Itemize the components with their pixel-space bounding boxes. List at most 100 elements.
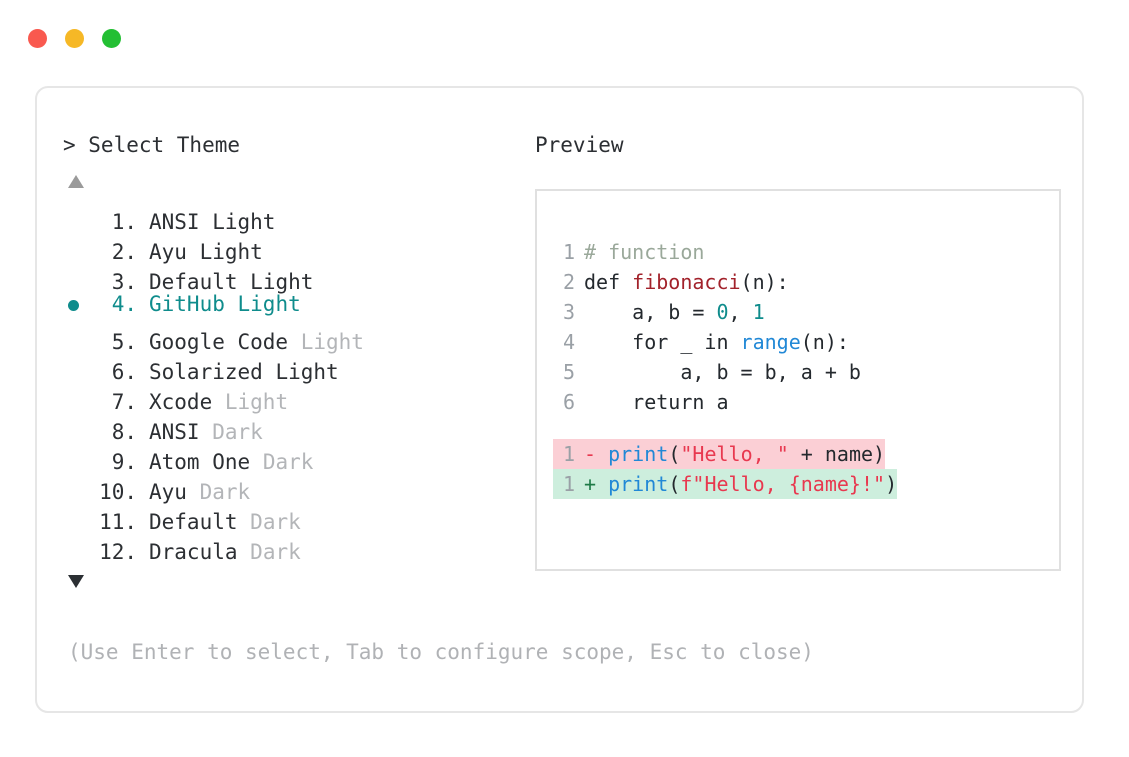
theme-list-item[interactable]: 3.Default Light [63, 259, 533, 294]
theme-name-spacer [187, 237, 200, 267]
line-number: 3 [562, 300, 575, 324]
theme-name-spacer [225, 289, 238, 319]
theme-list-item[interactable]: 11.Default Dark [63, 499, 533, 534]
theme-name-spacer [200, 417, 213, 447]
theme-index: 4. [111, 292, 137, 316]
close-window-button[interactable] [28, 29, 47, 48]
theme-name-spacer [238, 537, 251, 567]
theme-index: 8. [111, 420, 137, 444]
selection-bullet-cell [63, 291, 91, 321]
theme-name-spacer [238, 507, 251, 537]
code-token: a, b = b, a + b [584, 360, 861, 384]
selection-bullet-cell [63, 529, 91, 559]
line-number: 5 [562, 360, 575, 384]
theme-index: 2. [111, 240, 137, 264]
code-text: def fibonacci(n): [584, 267, 789, 297]
theme-name: ANSI [149, 210, 200, 234]
code-token: print [608, 442, 669, 466]
scroll-up-icon[interactable] [68, 175, 84, 188]
theme-variant: Dark [262, 450, 314, 474]
code-token: for _ in [584, 330, 741, 354]
code-text: return a [584, 387, 729, 417]
code-token: def [584, 270, 633, 294]
theme-variant: Light [237, 292, 301, 316]
line-number: 1 [562, 442, 575, 466]
selection-bullet-cell [63, 319, 91, 349]
theme-variant: Light [300, 330, 364, 354]
theme-variant: Light [250, 270, 314, 294]
theme-name: Default [149, 270, 238, 294]
theme-list-item[interactable]: 6.Solarized Light [63, 349, 533, 384]
theme-list-item[interactable]: 5.Google Code Light [63, 319, 533, 354]
code-line: 1 # function [553, 237, 704, 267]
code-token: f"Hello, {name}!" [680, 472, 886, 496]
theme-index: 5. [111, 330, 137, 354]
code-token: , [728, 300, 753, 324]
code-token: print [608, 472, 669, 496]
code-token: + name) [788, 442, 886, 466]
theme-name-spacer [263, 357, 276, 387]
theme-variant: Dark [250, 510, 301, 534]
line-number: 1 [562, 472, 575, 496]
line-number: 2 [562, 270, 575, 294]
line-number: 1 [562, 240, 575, 264]
theme-name: Solarized [149, 360, 263, 384]
code-token: ) [885, 472, 898, 496]
code-token: return a [584, 390, 729, 414]
theme-list-item[interactable]: 9.Atom One Dark [63, 439, 533, 474]
theme-name: GitHub [149, 292, 225, 316]
theme-name: Ayu [149, 480, 187, 504]
code-text: # function [584, 237, 704, 267]
theme-variant: Light [199, 240, 263, 264]
selection-bullet-cell [63, 409, 91, 439]
theme-index: 9. [111, 450, 137, 474]
code-text: print("Hello, " + name) [608, 439, 885, 469]
selection-bullet-cell [63, 379, 91, 409]
code-line: 6 return a [553, 387, 729, 417]
theme-index: 6. [111, 360, 137, 384]
code-text: a, b = b, a + b [584, 357, 861, 387]
code-text: a, b = 0, 1 [584, 297, 764, 327]
theme-name-spacer [250, 447, 263, 477]
selection-bullet-cell [63, 499, 91, 529]
theme-name: Ayu [149, 240, 187, 264]
theme-variant: Dark [212, 420, 263, 444]
maximize-window-button[interactable] [102, 29, 121, 48]
theme-variant: Dark [199, 480, 251, 504]
code-token: (n): [740, 270, 789, 294]
theme-list-item[interactable]: 8. ANSI Dark [63, 409, 533, 444]
code-token: ( [668, 442, 681, 466]
theme-index: 1. [111, 210, 137, 234]
theme-list-item[interactable]: 10.Ayu Dark [63, 469, 533, 504]
code-token: a, b = [584, 300, 717, 324]
code-line: 2 def fibonacci(n): [553, 267, 789, 297]
theme-list-item[interactable]: 12.Dracula Dark [63, 529, 533, 564]
theme-list-item[interactable]: 2. Ayu Light [63, 229, 533, 264]
code-token: 0 [716, 300, 729, 324]
select-theme-title: > Select Theme [63, 133, 241, 157]
theme-index: 7. [111, 390, 137, 414]
theme-list-item[interactable]: 4. GitHub Light [63, 289, 533, 319]
theme-list-item[interactable]: 7.Xcode Light [63, 379, 533, 414]
scroll-down-icon[interactable] [68, 575, 84, 588]
theme-variant: Light [224, 390, 289, 414]
code-token: range [740, 330, 801, 354]
theme-index: 11. [99, 510, 137, 534]
theme-variant: Dark [250, 540, 301, 564]
code-line-removed: 1- print("Hello, " + name) [553, 439, 886, 469]
theme-name: Dracula [149, 540, 238, 564]
code-text: for _ in range(n): [584, 327, 849, 357]
minimize-window-button[interactable] [65, 29, 84, 48]
theme-list-item[interactable]: 1.ANSI Light [63, 199, 533, 234]
theme-name-spacer [187, 477, 200, 507]
theme-name: ANSI [149, 420, 200, 444]
line-number: 6 [562, 390, 575, 414]
code-line: 3 a, b = 0, 1 [553, 297, 765, 327]
